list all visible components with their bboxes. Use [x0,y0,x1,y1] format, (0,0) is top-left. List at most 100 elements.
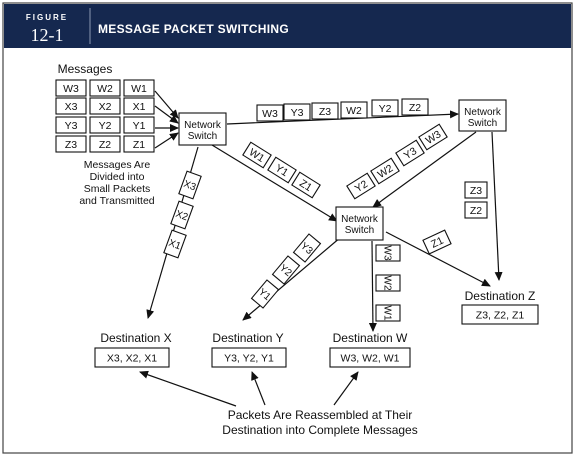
packet-top-row-label: W2 [346,105,362,117]
packet-b-to-z-label: Z2 [470,205,482,217]
packet-a-to-c-frame [267,156,297,184]
message-packet-label: X1 [133,101,146,113]
packet-c-to-w: W3 [375,244,401,262]
packet-b-to-c-label: Y2 [353,178,370,195]
packet-c-to-w: W2 [375,274,401,292]
destinations: Destination X X3, X2, X1 Destination Y Y3, … [94,289,539,368]
message-packet: Z2 [89,135,121,153]
destination-y-title: Destination Y [212,331,283,345]
packet-a-to-x-label: X1 [167,238,183,253]
arrow-footer-to-dest-x [139,370,237,407]
packet-top-row-label: W3 [262,108,278,120]
packet-b-to-c-frame [370,157,400,185]
packet-c-to-w-label: W1 [381,306,392,321]
packet-c-to-y-frame [292,233,322,263]
message-packet-label: Y2 [99,120,112,132]
note-line-2: Divided into [90,171,145,183]
network-switch-a-frame [178,112,227,146]
packet-b-to-z: Z2 [464,201,488,219]
note-line-3: Small Packets [84,183,151,195]
message-packet-label: W3 [63,83,79,95]
packet-b-to-c-frame [395,139,425,167]
packet-top-row: Y2 [371,99,399,117]
packet-top-row-frame [256,104,284,122]
network-switch-c-label: Switch [345,225,374,236]
packet-top-row: W2 [340,101,368,119]
packet-a-to-x: X2 [170,200,194,230]
message-packet: W3 [55,79,87,97]
note-line-1: Messages Are [84,159,151,171]
arrow-switch-a-to-b [226,110,459,125]
packet-c-to-w: W1 [375,304,401,322]
packet-top-row-frame [371,99,399,117]
destination-x-title: Destination X [100,331,171,345]
figure-header-bar [4,4,571,48]
network-switch-c-frame [335,206,384,241]
destination-y: Destination Y Y3, Y2, Y1 [211,331,287,368]
packet-b-to-z-frame [464,201,488,219]
packet-b-to-z: Z3 [464,181,488,199]
message-packet: Y2 [89,116,121,134]
destination-z-result: Z3, Z2, Z1 [461,304,539,325]
destination-y-result: Y3, Y2, Y1 [211,347,287,368]
network-switch-b-label: Network [464,107,502,118]
message-packet-label: W2 [97,83,113,95]
packet-a-to-c: Y1 [267,156,297,184]
packet-a-to-c-frame [291,171,321,199]
arrow-switch-b-to-dest-z [491,131,503,281]
message-packet: Y3 [55,116,87,134]
arrow-switch-b-to-c [372,131,477,208]
destination-w: Destination W W3, W2, W1 [329,331,411,368]
message-packet-label: Z3 [65,139,77,151]
destination-w-result-frame [329,347,411,368]
message-packet: X1 [123,97,155,115]
message-packet-label: Y1 [133,120,146,132]
message-packet: Z3 [55,135,87,153]
message-packet-frame [55,116,87,134]
messages-label: Messages [58,62,113,76]
figure-number: 12-1 [31,25,64,45]
message-packet-frame [55,97,87,115]
packet-top-row: Y3 [283,103,311,121]
footer-line-2: Destination into Complete Messages [222,423,417,437]
destination-z-result-label: Z3, Z2, Z1 [476,309,525,321]
packet-a-to-x-frame [178,170,202,200]
packet-b-to-c: Y3 [395,139,425,167]
packet-a-to-c-frame [242,141,272,169]
destination-w-result: W3, W2, W1 [329,347,411,368]
destination-z: Destination Z Z3, Z2, Z1 [461,289,539,325]
packet-b-to-c-frame [346,172,376,200]
message-packet-frame [55,79,87,97]
note-line-4: and Transmitted [79,195,154,207]
packet-b-to-c-label: Y3 [402,145,419,162]
packet-top-row-label: Z3 [319,106,331,118]
message-packet: W2 [89,79,121,97]
packet-a-to-c: W1 [242,141,272,169]
packet-a-to-c: Z1 [291,171,321,199]
packet-c-to-y: Y2 [271,255,301,285]
packet-a-to-x: X1 [163,229,187,259]
arrow-switch-a-to-c [211,144,338,222]
packet-c-to-w-frame [375,244,401,262]
figure-title: MESSAGE PACKET SWITCHING [98,22,289,36]
packet-c-to-w-label: W2 [381,276,392,291]
message-packet: X3 [55,97,87,115]
destination-z-title: Destination Z [465,289,536,303]
packet-a-to-x-label: X3 [182,179,198,194]
destination-x-result-label: X3, X2, X1 [107,352,157,364]
connection-lines [139,90,503,407]
destination-w-title: Destination W [333,331,408,345]
packet-a-to-x-frame [170,200,194,230]
packet-top-row-frame [401,98,429,116]
message-packet-frame [55,135,87,153]
destination-x-result-frame [94,347,170,368]
message-packet-frame [123,116,155,134]
destination-z-result-frame [461,304,539,325]
message-packet-frame [89,97,121,115]
message-packet-frame [123,97,155,115]
